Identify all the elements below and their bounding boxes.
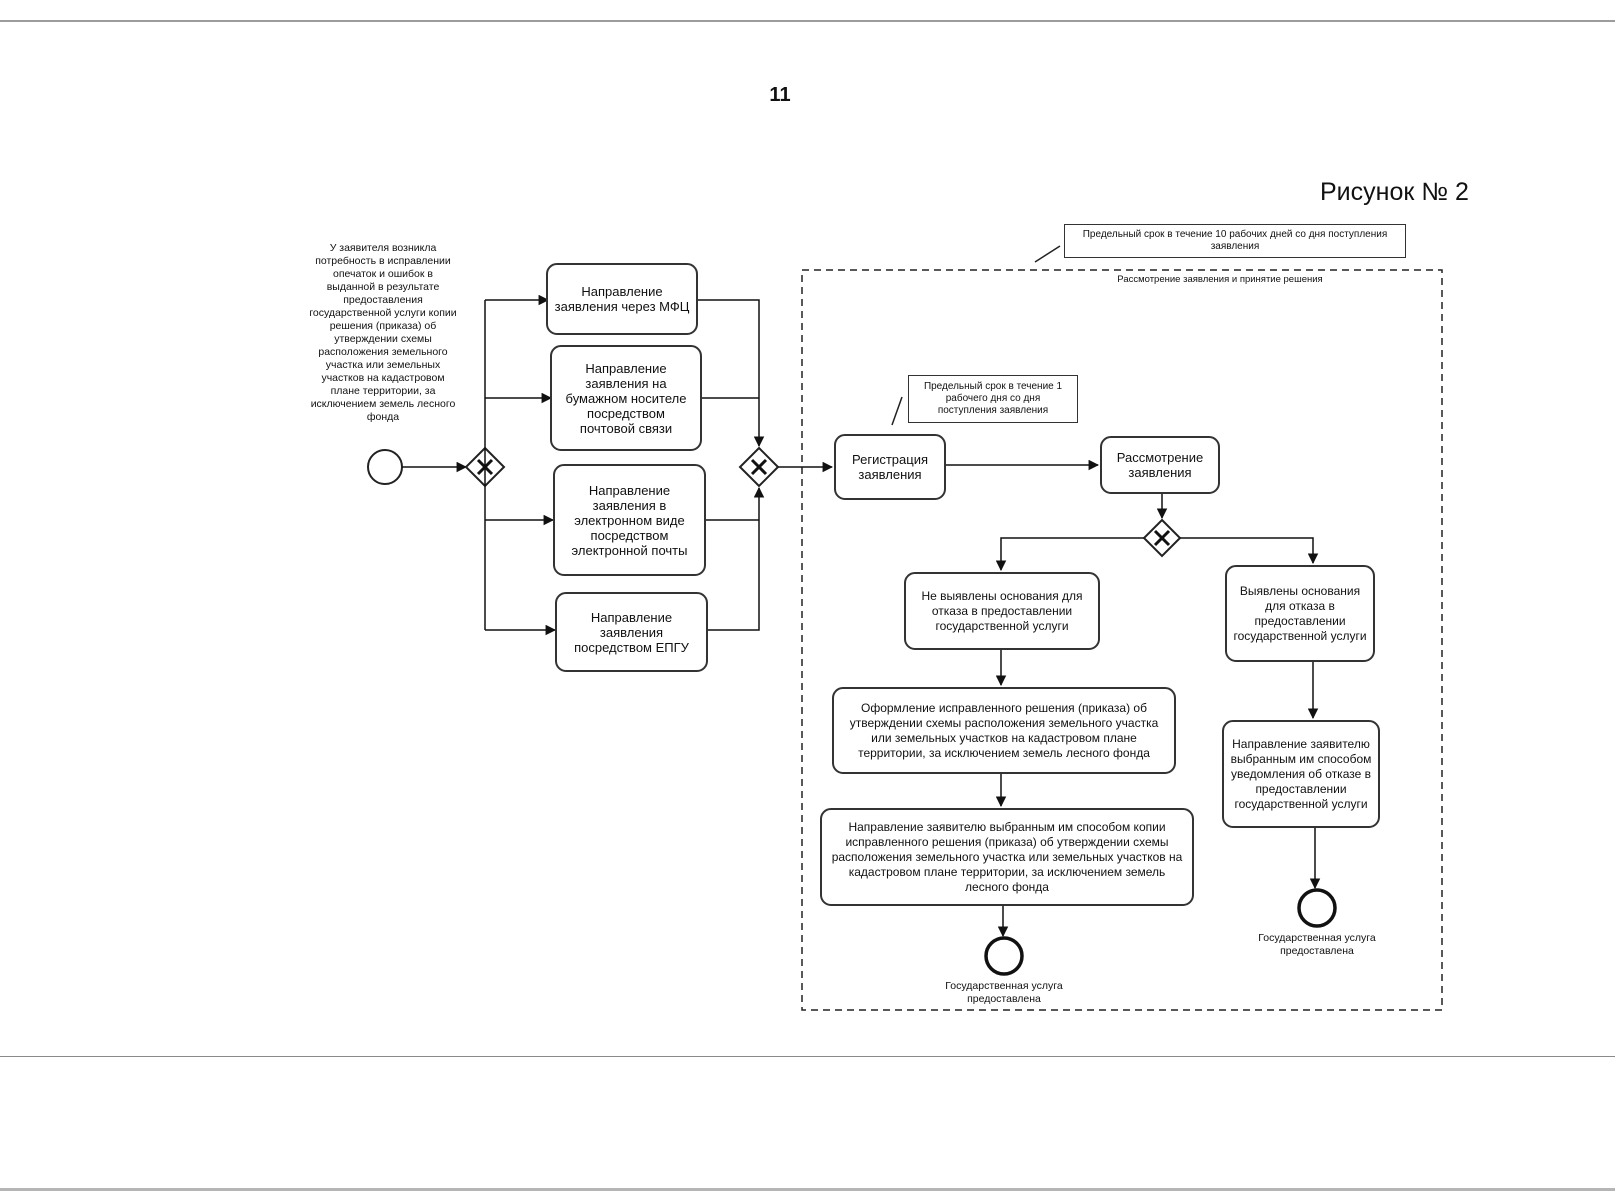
decision-lane-border xyxy=(801,269,1443,1011)
end-event-right-label: Государственная услуга предоставлена xyxy=(1258,932,1376,957)
scan-top-edge xyxy=(0,0,1615,22)
end-event-left xyxy=(984,936,1024,976)
figure-label: Рисунок № 2 xyxy=(1320,178,1469,206)
deadline-total-connector xyxy=(1034,245,1061,263)
deadline-registration-connector xyxy=(891,396,903,426)
merge-gateway xyxy=(738,446,780,488)
decision-lane-title: Рассмотрение заявления и принятие решени… xyxy=(1117,274,1323,285)
flow-epgu-to-merge xyxy=(706,486,765,631)
start-event xyxy=(367,449,403,485)
task-epgu: Направление заявления посредством ЕПГУ xyxy=(555,592,708,672)
task-prepare-corrected: Оформление исправленного решения (приказ… xyxy=(832,687,1176,774)
task-review: Рассмотрение заявления xyxy=(1100,436,1220,494)
task-grounds: Выявлены основания для отказа в предоста… xyxy=(1225,565,1375,662)
task-send-refusal: Направление заявителю выбранным им спосо… xyxy=(1222,720,1380,828)
flow-decision-to-grounds xyxy=(1180,537,1319,565)
scan-bottom-edge xyxy=(0,1188,1615,1191)
flow-mfc-to-merge xyxy=(698,299,765,448)
task-registration: Регистрация заявления xyxy=(834,434,946,500)
deadline-registration-annotation: Предельный срок в течение 1 рабочего дня… xyxy=(908,375,1078,423)
end-event-left-label: Государственная услуга предоставлена xyxy=(945,980,1063,1005)
task-mfc: Направление заявления через МФЦ xyxy=(546,263,698,335)
page-divider xyxy=(0,1056,1615,1057)
end-event-right xyxy=(1297,888,1337,928)
task-post: Направление заявления на бумажном носите… xyxy=(550,345,702,451)
task-no-grounds: Не выявлены основания для отказа в предо… xyxy=(904,572,1100,650)
task-send-corrected: Направление заявителю выбранным им спосо… xyxy=(820,808,1194,906)
task-email: Направление заявления в электронном виде… xyxy=(553,464,706,576)
decision-gateway xyxy=(1142,518,1182,558)
deadline-total-annotation: Предельный срок в течение 10 рабочих дне… xyxy=(1064,224,1406,258)
start-event-label: У заявителя возникла потребность в испра… xyxy=(309,242,457,423)
page-number: 11 xyxy=(769,84,791,106)
flow-decision-to-no-grounds xyxy=(995,537,1144,572)
